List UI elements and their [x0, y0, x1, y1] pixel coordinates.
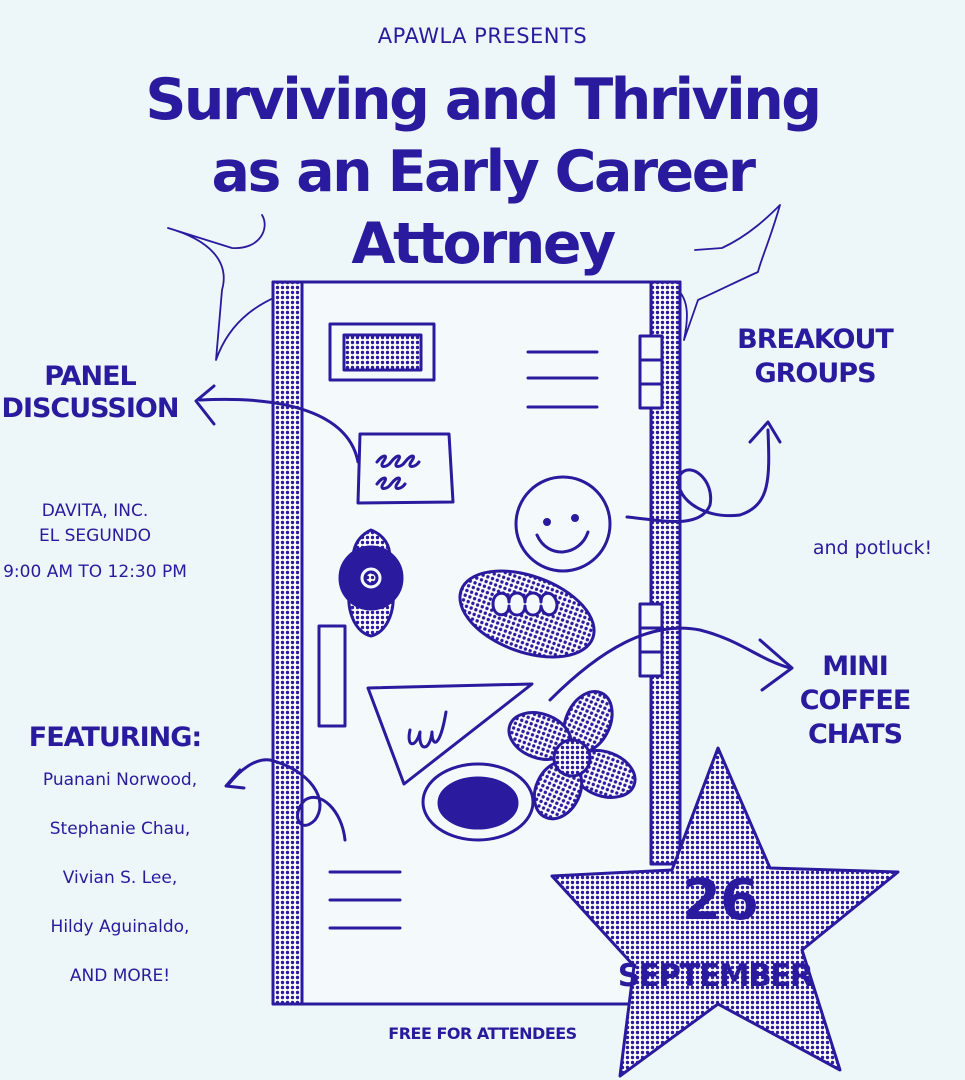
event-day: 26 — [682, 868, 759, 933]
locker-left-rail — [271, 280, 304, 1006]
smiley-sticker — [514, 475, 612, 573]
vent-inner — [342, 333, 423, 372]
panel-discussion-label: PANEL DISCUSSION — [1, 361, 180, 424]
hinge-bottom — [638, 602, 664, 678]
breakout-groups-label: BREAKOUT GROUPS — [737, 324, 894, 389]
flower-sticker — [507, 690, 637, 821]
arrow-to-breakout — [625, 420, 782, 523]
venue-city: EL SEGUNDO — [39, 526, 151, 546]
event-title: Surviving and Thriving as an Early Caree… — [145, 67, 822, 277]
mini-coffee-chats-label: MINI COFFEE CHATS — [799, 651, 912, 750]
speaker-list: Puanani Norwood, Stephanie Chau, Vivian … — [0, 770, 240, 1015]
pennant-sticker — [366, 682, 534, 786]
potluck-label: and potluck! — [812, 537, 933, 559]
venue-company: DAVITA, INC. — [41, 501, 149, 521]
arrow-to-coffee — [548, 626, 794, 702]
hinge-top — [638, 334, 664, 410]
sticky-note — [356, 432, 455, 505]
vent-lines — [328, 350, 599, 930]
speaker-name: Vivian S. Lee, — [62, 868, 178, 888]
event-time: 9:00 AM TO 12:30 PM — [3, 562, 187, 582]
date-star — [550, 746, 900, 1078]
venue-info: DAVITA, INC. EL SEGUNDO — [0, 499, 190, 549]
arrow-to-featuring — [224, 758, 347, 842]
arrow-to-panel — [194, 384, 360, 464]
speaker-more: AND MORE! — [69, 966, 171, 986]
presenter-line: APAWLA PRESENTS — [377, 24, 588, 48]
speaker-name: Stephanie Chau, — [49, 819, 191, 839]
featuring-heading: FEATURING: — [28, 722, 202, 753]
speaker-name: Puanani Norwood, — [42, 770, 198, 790]
speaker-name: Hildy Aguinaldo, — [50, 917, 190, 937]
free-admission-note: FREE FOR ATTENDEES — [388, 1024, 577, 1043]
event-month: SEPTEMBER — [617, 958, 814, 994]
locker-slot — [317, 624, 347, 728]
